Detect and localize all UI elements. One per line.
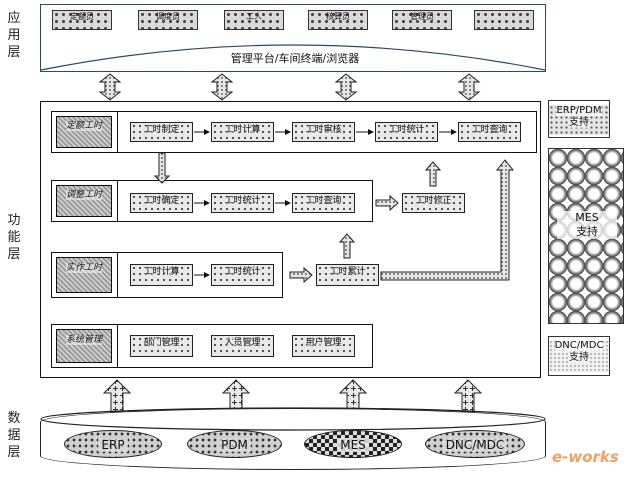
step-adjust-confirm: 工时确定 <box>130 193 193 213</box>
step-dept-mgmt: 部门管理 <box>130 335 193 357</box>
node-hours-accumulate: 工时累计 <box>316 264 379 286</box>
step-quota-review: 工时审核 <box>292 122 355 142</box>
row-label-quota-hours: 定额工时 <box>56 116 112 148</box>
mes-support-label: MES 支持 <box>557 211 617 239</box>
step-actual-calculate: 工时计算 <box>130 264 193 286</box>
step-adjust-statistics: 工时统计 <box>211 193 274 213</box>
step-staff-mgmt: 人员管理 <box>211 335 274 357</box>
row2-divider <box>117 180 118 222</box>
db-dnc-mdc: DNC/MDC <box>425 430 525 458</box>
app-box-quota-clerk: 定额员 <box>52 10 112 30</box>
row-label-adjust-hours: 调整工时 <box>56 185 112 217</box>
step-quota-statistics: 工时统计 <box>375 122 438 142</box>
app-box-dispatcher: 调度员 <box>138 10 198 30</box>
double-arrow-1 <box>98 73 122 101</box>
application-boxes: 定额员 调度员 工人 核算员 管理员 <box>52 10 534 32</box>
app-box-accountant: 核算员 <box>308 10 368 30</box>
step-actual-statistics: 工时统计 <box>211 264 274 286</box>
arrow-row3-to-accumulate <box>289 266 313 284</box>
row1-divider <box>117 111 118 153</box>
row4-divider <box>117 324 118 368</box>
app-box-other <box>474 10 534 30</box>
row-label-system-mgmt: 系统管理 <box>56 329 112 363</box>
db-pdm: PDM <box>187 430 282 458</box>
arrow-accumulate-to-row2 <box>338 233 356 259</box>
layer-label-data: 数据层 <box>7 411 21 460</box>
layer-label-function: 功能层 <box>7 213 21 262</box>
step-quota-calculate: 工时计算 <box>211 122 274 142</box>
db-mes: MES <box>304 430 402 458</box>
db-erp: ERP <box>64 430 162 458</box>
watermark-eworks: e-works <box>552 448 619 466</box>
double-arrow-3 <box>334 73 358 101</box>
step-quota-query: 工时查询 <box>458 122 521 142</box>
step-adjust-query: 工时查询 <box>292 193 355 213</box>
step-user-mgmt: 用户管理 <box>292 335 355 357</box>
arrow-accumulate-to-query <box>380 159 515 281</box>
layer-label-application: 应用层 <box>7 11 21 60</box>
application-layer-frame <box>40 4 546 72</box>
row3-divider <box>117 252 118 298</box>
double-arrow-4 <box>457 73 481 101</box>
arrow-row1-to-row2 <box>153 152 171 184</box>
panel-mes-support: MES 支持 <box>548 148 624 324</box>
panel-erp-pdm-support: ERP/PDM 支持 <box>548 100 610 138</box>
step-quota-formulate: 工时制定 <box>130 122 193 142</box>
app-box-worker: 工人 <box>224 10 284 30</box>
app-box-admin: 管理员 <box>392 10 452 30</box>
node-hours-revise: 工时修正 <box>402 193 465 213</box>
application-caption: 管理平台/车间终端/浏览器 <box>230 52 360 65</box>
panel-dnc-mdc-support: DNC/MDC 支持 <box>548 336 610 376</box>
double-arrow-2 <box>210 73 234 101</box>
row-label-actual-hours: 实作工时 <box>56 257 112 293</box>
arrow-revise-to-row1 <box>424 161 442 187</box>
arrow-row2-to-revise <box>375 194 399 212</box>
